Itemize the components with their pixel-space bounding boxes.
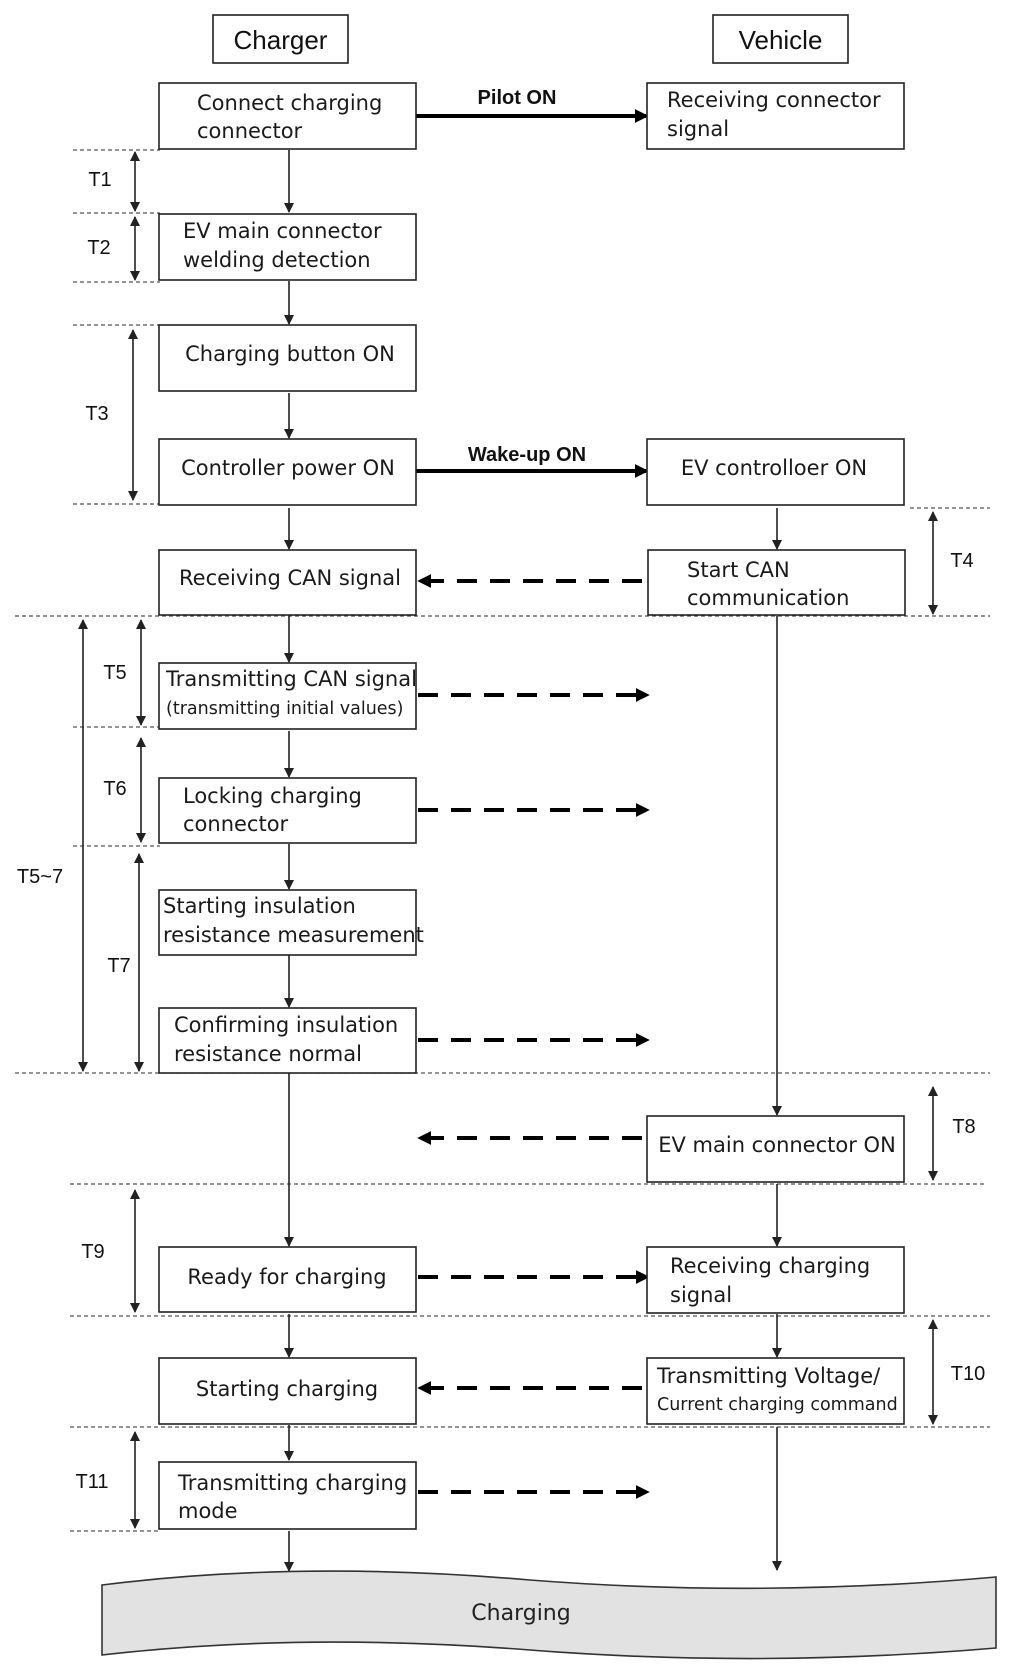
charger-step-charging-button: Charging button ON: [158, 324, 417, 392]
timing-arrows: [78, 151, 938, 1529]
svg-text:Receiving charging signa: Receiving charging signal: [670, 1254, 877, 1307]
step-line: EV main connector: [183, 219, 382, 243]
charger-header: Charger: [212, 14, 349, 64]
svg-text:Starting insulation resi: Starting insulation resistance measureme…: [163, 894, 424, 947]
svg-text:Transmitting CAN signal: Transmitting CAN signal (transmitting in…: [165, 667, 422, 719]
charger-step-insulation-start: Starting insulation resistance measureme…: [158, 889, 424, 956]
step-line: mode: [178, 1499, 238, 1523]
step-line: connector: [197, 119, 303, 143]
timing-labels: T1 T2 T3 T4 T5 T6 T5~7 T7 T8 T9 T10 T11: [17, 169, 985, 1493]
step-line: signal: [667, 117, 729, 141]
svg-text:Transmitting Voltage/ Cu: Transmitting Voltage/ Current charging c…: [656, 1364, 898, 1415]
step-line: Transmitting charging: [177, 1471, 407, 1495]
vehicle-step-receiving-charging: Receiving charging signal: [646, 1246, 905, 1314]
t8-label: T8: [952, 1116, 975, 1138]
step-line: Start CAN: [687, 558, 790, 582]
charger-step-connect: Connect charging connector: [158, 82, 417, 150]
vehicle-step-start-can: Start CAN communication: [647, 549, 906, 616]
step-line: Charging button ON: [185, 342, 395, 366]
charger-step-transmitting-can: Transmitting CAN signal (transmitting in…: [158, 662, 422, 730]
vehicle-step-receiving-connector: Receiving connector signal: [646, 82, 905, 150]
step-line: welding detection: [183, 248, 371, 272]
t6-label: T6: [103, 778, 126, 800]
vehicle-header: Vehicle: [712, 14, 849, 64]
step-line: Current charging command: [657, 1395, 898, 1415]
t2-label: T2: [87, 237, 110, 259]
charger-header-label: Charger: [234, 25, 328, 55]
t1-label: T1: [88, 169, 111, 191]
step-line: EV controlloer ON: [681, 456, 867, 480]
step-line: Ready for charging: [187, 1265, 386, 1289]
step-line: connector: [183, 812, 289, 836]
step-line: (transmitting initial values): [166, 699, 404, 719]
step-line: Starting charging: [196, 1377, 378, 1401]
charger-step-starting-charging: Starting charging: [158, 1357, 417, 1425]
t9-label: T9: [81, 1241, 104, 1263]
step-line: communication: [687, 586, 849, 610]
charging-banner-label: Charging: [471, 1601, 570, 1626]
step-line: Receiving charging: [670, 1254, 870, 1278]
step-line: Starting insulation: [163, 894, 356, 918]
wakeup-on-label: Wake-up ON: [468, 444, 586, 466]
step-line: resistance normal: [174, 1042, 362, 1066]
svg-text:Locking charging connect: Locking charging connector: [183, 784, 369, 836]
t11-label: T11: [76, 1471, 109, 1493]
signal-arrows: [416, 109, 650, 1499]
vehicle-step-transmitting-command: Transmitting Voltage/ Current charging c…: [646, 1357, 905, 1425]
charging-banner: Charging: [101, 1570, 997, 1660]
vehicle-step-main-connector: EV main connector ON: [646, 1115, 905, 1183]
step-line: Receiving CAN signal: [179, 566, 401, 590]
charger-step-controller-power: Controller power ON: [158, 438, 417, 506]
vehicle-header-label: Vehicle: [739, 25, 823, 55]
svg-text:Connect charging connect: Connect charging connector: [197, 91, 389, 143]
step-line: Controller power ON: [181, 456, 395, 480]
t7-label: T7: [107, 955, 130, 977]
t4-label: T4: [950, 550, 973, 572]
svg-text:Confirming insulation re: Confirming insulation resistance normal: [174, 1013, 405, 1066]
charger-step-insulation-normal: Confirming insulation resistance normal: [158, 1007, 417, 1074]
step-line: resistance measurement: [163, 923, 424, 947]
step-line: signal: [670, 1283, 732, 1307]
t5-7-label: T5~7: [17, 866, 63, 888]
step-line: Transmitting Voltage/: [656, 1364, 881, 1388]
charger-step-locking-connector: Locking charging connector: [158, 777, 417, 844]
step-line: EV main connector ON: [658, 1133, 896, 1157]
t3-label: T3: [85, 403, 108, 425]
step-line: Locking charging: [183, 784, 362, 808]
svg-text:Receiving connector sign: Receiving connector signal: [667, 88, 887, 141]
pilot-on-label: Pilot ON: [478, 87, 557, 109]
charger-step-transmitting-mode: Transmitting charging mode: [158, 1461, 417, 1530]
charger-step-receiving-can: Receiving CAN signal: [158, 549, 417, 616]
charger-step-ready: Ready for charging: [158, 1246, 417, 1313]
t5-label: T5: [103, 662, 126, 684]
charger-step-welding-detection: EV main connector welding detection: [158, 213, 417, 281]
t10-label: T10: [951, 1363, 985, 1385]
vehicle-step-ev-controller: EV controlloer ON: [646, 438, 905, 506]
step-line: Receiving connector: [667, 88, 881, 112]
svg-text:EV main connector weldin: EV main connector welding detection: [183, 219, 388, 272]
step-line: Connect charging: [197, 91, 382, 115]
step-line: Confirming insulation: [174, 1013, 398, 1037]
svg-text:Start CAN communication: Start CAN communication: [687, 558, 849, 610]
step-line: Transmitting CAN signal: [165, 667, 417, 691]
svg-text:Transmitting charging mo: Transmitting charging mode: [177, 1471, 414, 1523]
